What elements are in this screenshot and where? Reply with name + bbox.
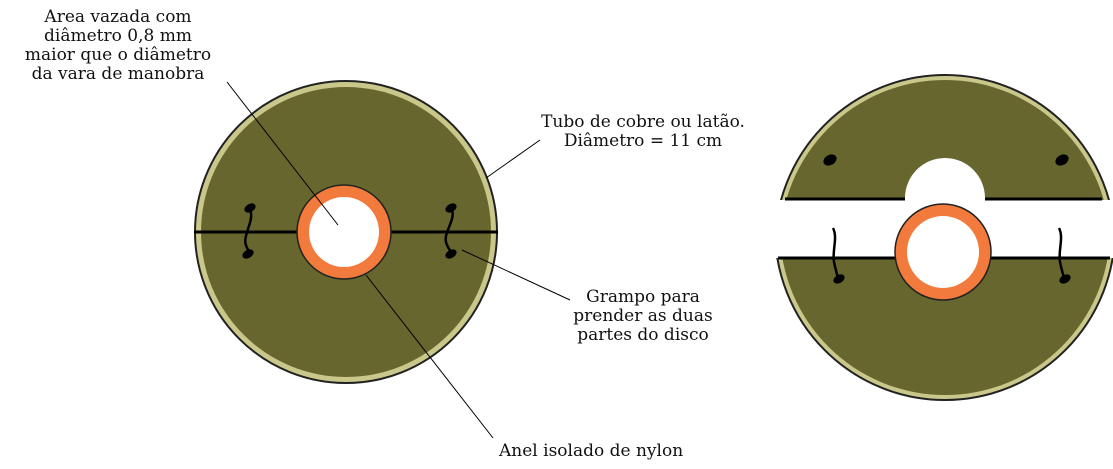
leader-grampo [461,249,571,301]
label-area-vazada: Area vazada com diâmetro 0,8 mm maior qu… [18,8,218,84]
leader-tubo [485,139,541,179]
clamp-right-open [1057,227,1071,284]
leader-anel [365,274,494,439]
assembled-disc [194,80,498,384]
clamp-hole-top-left [823,154,837,166]
top-half [780,74,1110,201]
label-grampo-line-3: partes do disco [577,325,709,345]
label-grampo: Grampo para prender as duas partes do di… [558,288,728,345]
center-hole [309,197,379,267]
leader-lines [226,81,571,439]
label-tubo-line-1: Tubo de cobre ou latão. [541,112,745,132]
clamp-right [444,203,457,259]
label-area-line-4: da vara de manobra [31,64,205,84]
label-grampo-line-2: prender as duas [573,306,713,326]
clamp-left-open [831,227,845,284]
leader-area [226,81,339,226]
label-tubo: Tubo de cobre ou latão. Diâmetro = 11 cm [525,113,761,151]
label-tubo-line-2: Diâmetro = 11 cm [563,131,723,151]
clamp-hole-top-right [1055,154,1069,166]
label-anel: Anel isolado de nylon [499,442,683,461]
label-area-line-2: diâmetro 0,8 mm [44,26,192,46]
clamp-left [242,203,256,259]
label-grampo-line-1: Grampo para [586,287,700,307]
label-area-line-3: maior que o diâmetro [24,45,212,65]
label-area-line-1: Area vazada com [44,7,192,27]
bottom-half [776,203,1113,401]
separated-disc [776,74,1113,401]
label-anel-line-1: Anel isolado de nylon [499,441,684,461]
